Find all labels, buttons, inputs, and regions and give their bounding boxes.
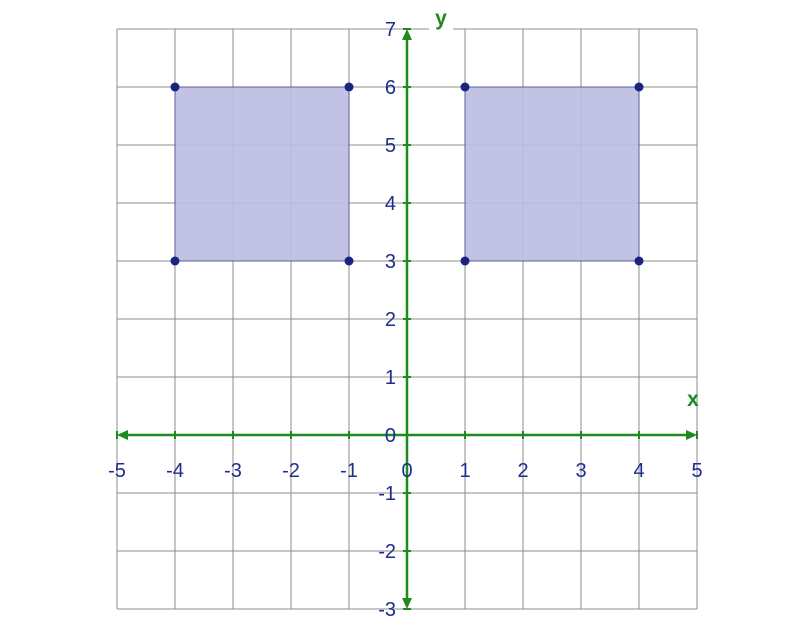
rectangle-1 (174, 86, 350, 262)
y-axis-label: y (435, 7, 447, 30)
y-tick-label: 7 (385, 19, 396, 41)
x-tick-label: 4 (633, 460, 644, 482)
y-tick-label: 4 (385, 193, 396, 215)
x-tick-label: -5 (108, 460, 126, 482)
x-tick-label: -2 (282, 460, 300, 482)
vertex-point (460, 82, 470, 92)
y-tick-label: 3 (385, 251, 396, 273)
y-tick-label: 5 (385, 135, 396, 157)
x-tick-label: -1 (340, 460, 358, 482)
x-tick-label: 2 (517, 460, 528, 482)
rectangles (174, 86, 640, 262)
y-tick-label: 6 (385, 77, 396, 99)
vertex-point (634, 82, 644, 92)
x-tick-label: 0 (401, 460, 412, 482)
x-axis-arrow-left (117, 430, 128, 440)
y-tick-label: 2 (385, 309, 396, 331)
x-tick-label: -3 (224, 460, 242, 482)
y-axis-arrow-down (402, 598, 412, 609)
x-axis-label: x (687, 388, 699, 411)
x-axis-arrow-right (686, 430, 697, 440)
y-tick-label: -2 (378, 541, 396, 563)
y-axis-label-background (429, 7, 453, 33)
vertex-points (170, 82, 644, 266)
vertex-point (170, 256, 180, 266)
y-axis-arrow-up (402, 29, 412, 40)
x-tick-label: 3 (575, 460, 586, 482)
x-tick-label: 5 (691, 460, 702, 482)
y-tick-label: -1 (378, 483, 396, 505)
y-tick-label: -3 (378, 599, 396, 621)
x-tick-label: 1 (459, 460, 470, 482)
vertex-point (460, 256, 470, 266)
vertex-point (170, 82, 180, 92)
y-tick-label: 0 (385, 425, 396, 447)
rectangle-2 (464, 86, 640, 262)
vertex-point (344, 256, 354, 266)
x-tick-label: -4 (166, 460, 184, 482)
vertex-point (344, 82, 354, 92)
vertex-point (634, 256, 644, 266)
y-tick-label: 1 (385, 367, 396, 389)
